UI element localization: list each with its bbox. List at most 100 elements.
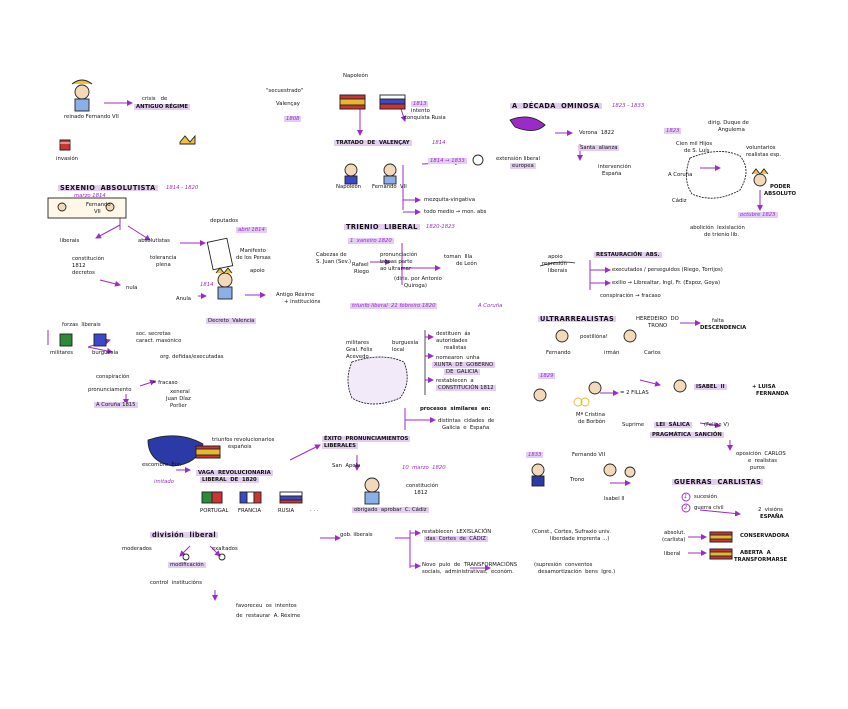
fernando-vii-right-label: Fernando VII xyxy=(572,452,606,458)
org-label: org. defidas/executadas xyxy=(160,354,224,360)
crisis-label: crisis de xyxy=(142,96,168,102)
obrigado-label: obrigado aprobar C. Cádiz xyxy=(352,507,429,513)
sucesion-label: sucesión xyxy=(694,494,718,500)
favorecen-label: favoreceu os intentos xyxy=(236,603,297,609)
absolut-label: absolut. xyxy=(664,530,686,536)
fillas-label: = 2 FILLAS xyxy=(620,390,649,396)
conspiracion-label: conspiración xyxy=(96,374,130,380)
trono-label: TRONO xyxy=(648,323,668,329)
quiroga-label: Quiroga) xyxy=(404,283,427,289)
supresion-label: (supresión conventos xyxy=(534,562,593,568)
borbon-label: de Borbón xyxy=(578,419,606,425)
constitucion-label: constitución xyxy=(72,256,105,262)
tolerancia-label: tolerancia xyxy=(150,255,177,261)
conspiracion-right-label: conspiración → fracaso xyxy=(600,293,661,299)
decada-years: 1823 - 1833 xyxy=(612,103,645,109)
mezquita-label: mezquita-vingativa xyxy=(424,197,475,203)
angulema-label: Angulema xyxy=(718,127,745,133)
puros-label: puros xyxy=(750,465,765,471)
militares-label: militares xyxy=(50,350,73,356)
aberta-label: ABERTA A xyxy=(740,550,771,556)
triunfos-label: triunfos revolucionarios xyxy=(212,437,275,443)
abril-1814: abril 1814 xyxy=(236,227,267,233)
valencay-label: Valençay xyxy=(276,101,300,107)
constitucion-mid-label: CONSTITUCIÓN 1812 xyxy=(436,385,496,391)
abolicion-label: abolición lexislación xyxy=(690,225,745,231)
sexenio-title: SEXENIO ABSOLUTISTA xyxy=(58,184,158,192)
imitado-label: imitado xyxy=(154,479,175,485)
isabel-label: ISABEL II xyxy=(694,384,727,390)
suprime-label: Suprime xyxy=(622,422,645,428)
marzo-1820: 10 marzo 1820 xyxy=(402,465,446,471)
poder-label: PODER xyxy=(770,184,791,190)
liberal-1820-label: LIBERAL DE 1820 xyxy=(200,477,259,483)
restablecen-mid-label: restablecen a xyxy=(436,378,474,384)
voluntarios-esp-label: realistas esp. xyxy=(746,152,782,158)
guerra-civil-label: guerra civil xyxy=(694,505,724,511)
trienio-years: 1820-1823 xyxy=(426,224,455,230)
espana-visions-label: ESPAÑA xyxy=(760,514,784,520)
e-realistas-label: e realistas xyxy=(748,458,777,464)
secuestrado-label: "secuestrado" xyxy=(266,88,304,94)
apoio-label: apoio xyxy=(250,268,265,274)
fernando-small-label: Fernando VII xyxy=(372,184,407,190)
galicia-espana-label: Galicia e España xyxy=(442,425,490,431)
restauracion-title: RESTAURACIÓN ABS. xyxy=(594,252,662,258)
dirix-label: (dirix. por Antonio xyxy=(394,276,442,282)
cadiz-label: Cádiz xyxy=(672,198,687,204)
year-1813: 1813 xyxy=(411,101,429,107)
felix-label: Gral. Félix xyxy=(346,347,373,353)
anula-label: Anula xyxy=(176,296,192,302)
year-1812-small: 1812 xyxy=(414,490,428,496)
espanois-label: españois xyxy=(228,444,252,450)
a-coruna-right-label: A Coruña xyxy=(668,172,693,178)
liberales-title: LIBERALES xyxy=(322,443,358,449)
guerras-carlistas-title: GUERRAS CARLISTAS xyxy=(672,478,764,486)
const-1812-label: 1812 xyxy=(72,263,86,269)
trienio-lib-label: de trienio lib. xyxy=(704,232,740,238)
decada-ominosa-title: A DÉCADA OMINOSA xyxy=(510,102,602,110)
isabel-small-label: Isabel II xyxy=(604,496,625,502)
nula-label: nula xyxy=(126,285,138,291)
exilio-label: exilio → Librealtar, Ingl, Fr. (Espoz, G… xyxy=(612,280,721,286)
transformarse-label: TRANSFORMARSE xyxy=(734,557,788,563)
antigo-rexime-label: Antigo Réxime xyxy=(276,292,315,298)
decreto-valencia-label: Decreto Valencia xyxy=(206,318,257,324)
pragmatica-label: PRAGMÁTICA SANCIÓN xyxy=(650,432,724,438)
realistas-label: realistas xyxy=(444,345,467,351)
liberais-right-label: liberais xyxy=(548,268,568,274)
forzas-liberais-label: forzas liberais xyxy=(62,322,101,328)
porlier-label: Porlier xyxy=(170,403,187,409)
restablecen-bottom-label: restablecen LEXISLACIÓN xyxy=(422,529,492,535)
verona-label: Verona 1822 xyxy=(579,130,615,136)
oposicion-carlos-label: oposición CARLOS xyxy=(736,451,786,457)
institucions-label: + institucións xyxy=(284,299,321,305)
san-juan-label: S. Juan (Sev.) xyxy=(316,259,352,265)
burguesia-label: burguesía xyxy=(92,350,119,356)
distintas-label: distintas cidades de xyxy=(438,418,495,424)
tratado-title: TRATADO DE VALENÇAY xyxy=(334,140,412,146)
intervencion-label: intervención xyxy=(598,164,632,170)
juan-diaz-label: Juan Díaz xyxy=(166,396,191,402)
persas-label: de los Persas xyxy=(236,255,271,261)
galicia-label: DE GALICIA xyxy=(444,369,480,375)
exaltados-label: exaltados xyxy=(212,546,238,552)
militares-mid-label: militares xyxy=(346,340,369,346)
moderados-label: moderados xyxy=(122,546,152,552)
riego-label: Riego xyxy=(354,269,370,275)
executados-label: executados / perseguidos (Riego, Torrijo… xyxy=(612,267,723,273)
san-luis-label: de S. Luís xyxy=(684,148,710,154)
caract-masonico-label: caract. masónico xyxy=(136,338,182,344)
napoleon-label: Napoleón xyxy=(343,73,369,79)
felipe-label: (Felipe V) xyxy=(704,422,730,428)
invasion-label: invasión xyxy=(56,156,79,162)
extension-liberal-label: extensión liberal xyxy=(496,156,540,162)
deputados-label: deputados xyxy=(210,218,239,224)
year-1823: 1823 xyxy=(664,128,682,134)
sociais-label: sociais, administrativas, económ. xyxy=(422,569,514,575)
francia-label: FRANCIA xyxy=(238,508,261,514)
luisa-label: + LUISA xyxy=(752,384,776,390)
portugal-label: PORTUGAL xyxy=(200,508,229,514)
